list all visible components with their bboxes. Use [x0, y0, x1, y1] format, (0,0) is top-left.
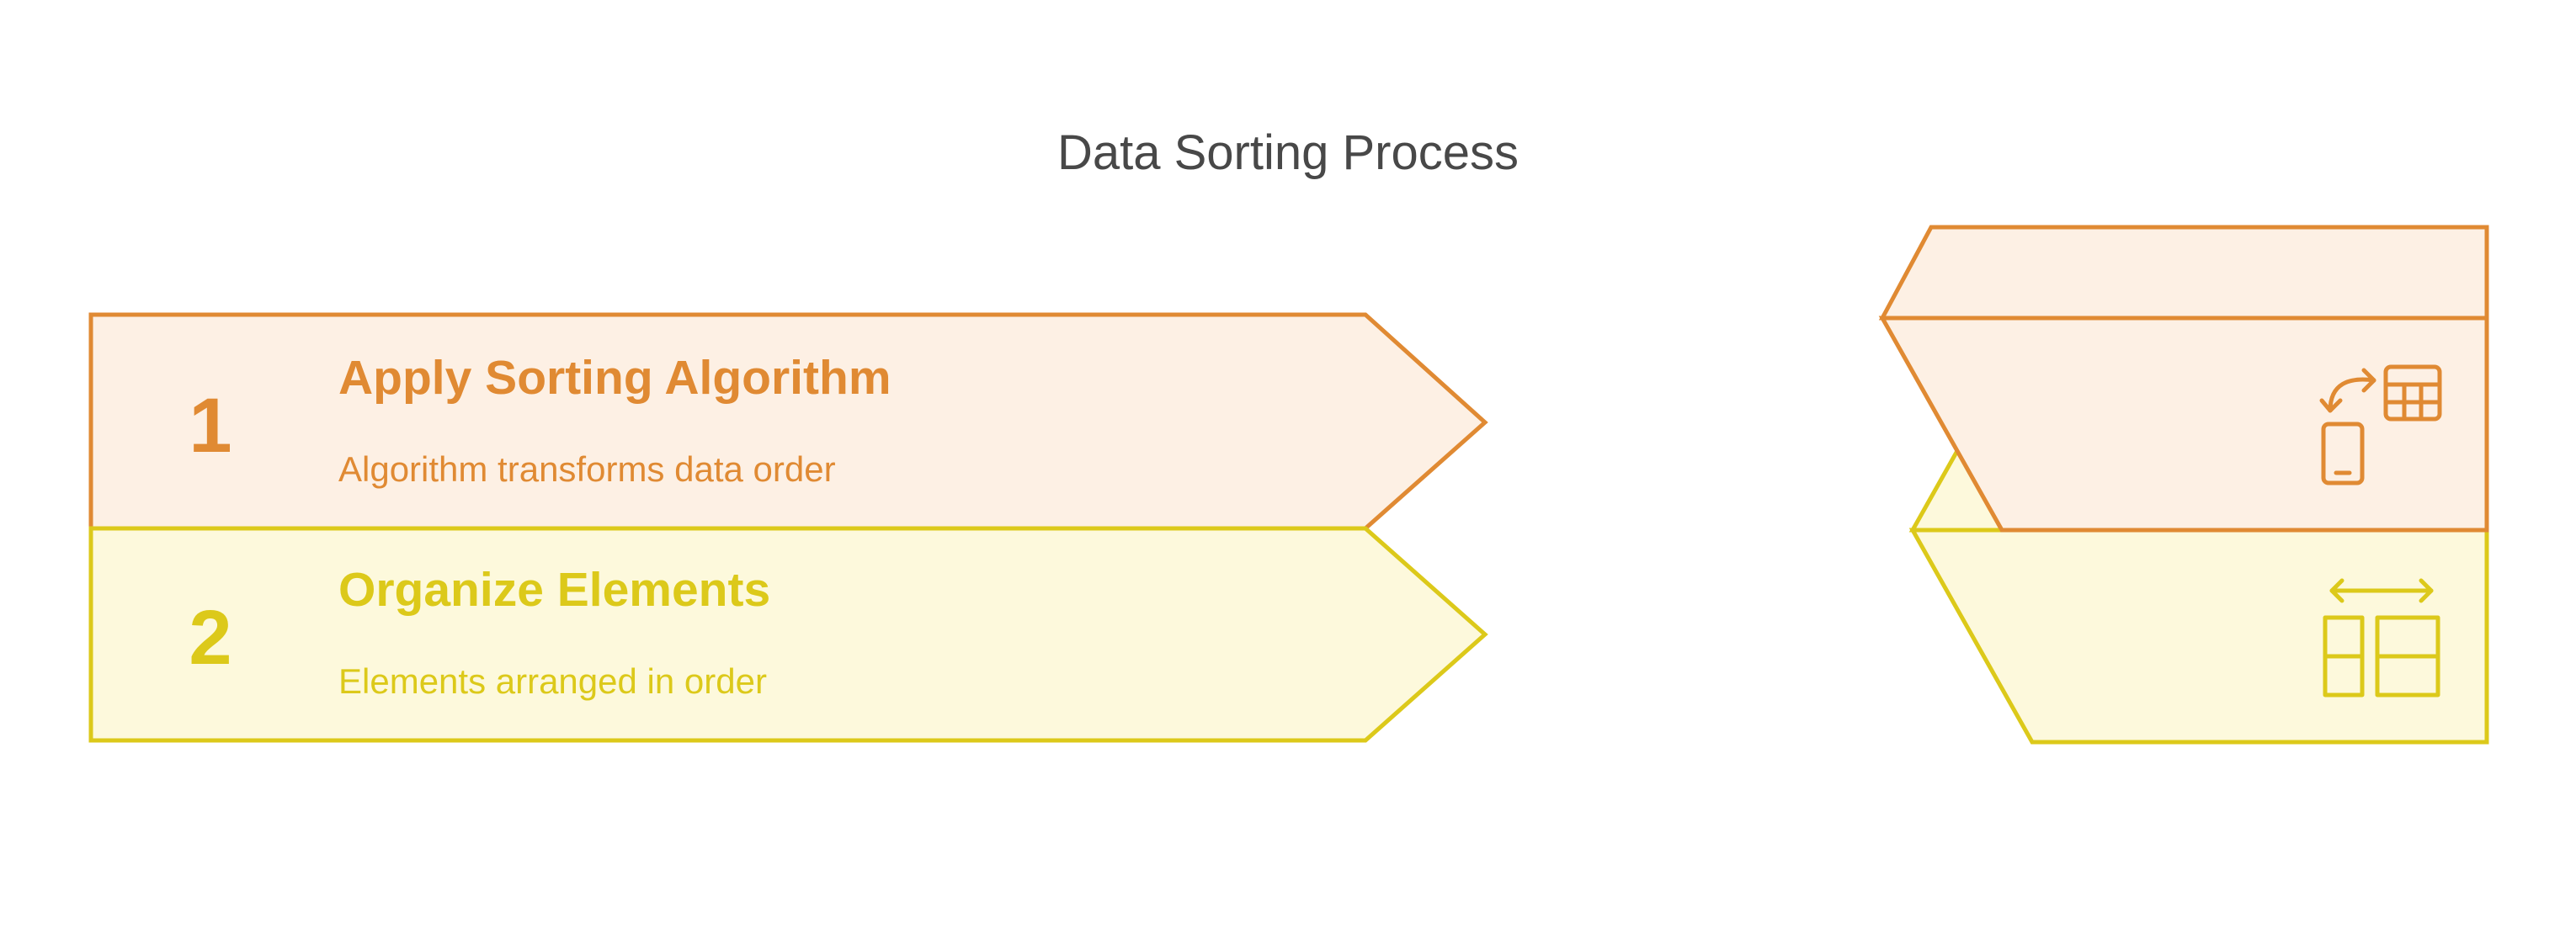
step-1-number: 1: [189, 383, 232, 469]
step-1-banner: [88, 312, 1488, 531]
right-block-2: [1908, 528, 2489, 745]
swap-grid-icon: [2319, 364, 2442, 485]
step-1-description: Algorithm transforms data order: [338, 449, 836, 489]
layout-arrange-icon: [2323, 578, 2440, 698]
step-2-banner: [88, 526, 1488, 743]
step-1-title: Apply Sorting Algorithm: [338, 351, 891, 405]
step-2-description: Elements arranged in order: [338, 661, 767, 701]
right-block-1-front: [1878, 316, 2489, 533]
step-2-number: 2: [189, 595, 232, 681]
right-block-1-top: [1878, 225, 2489, 321]
step-2-title: Organize Elements: [338, 563, 771, 617]
diagram-title: Data Sorting Process: [1056, 125, 1520, 180]
